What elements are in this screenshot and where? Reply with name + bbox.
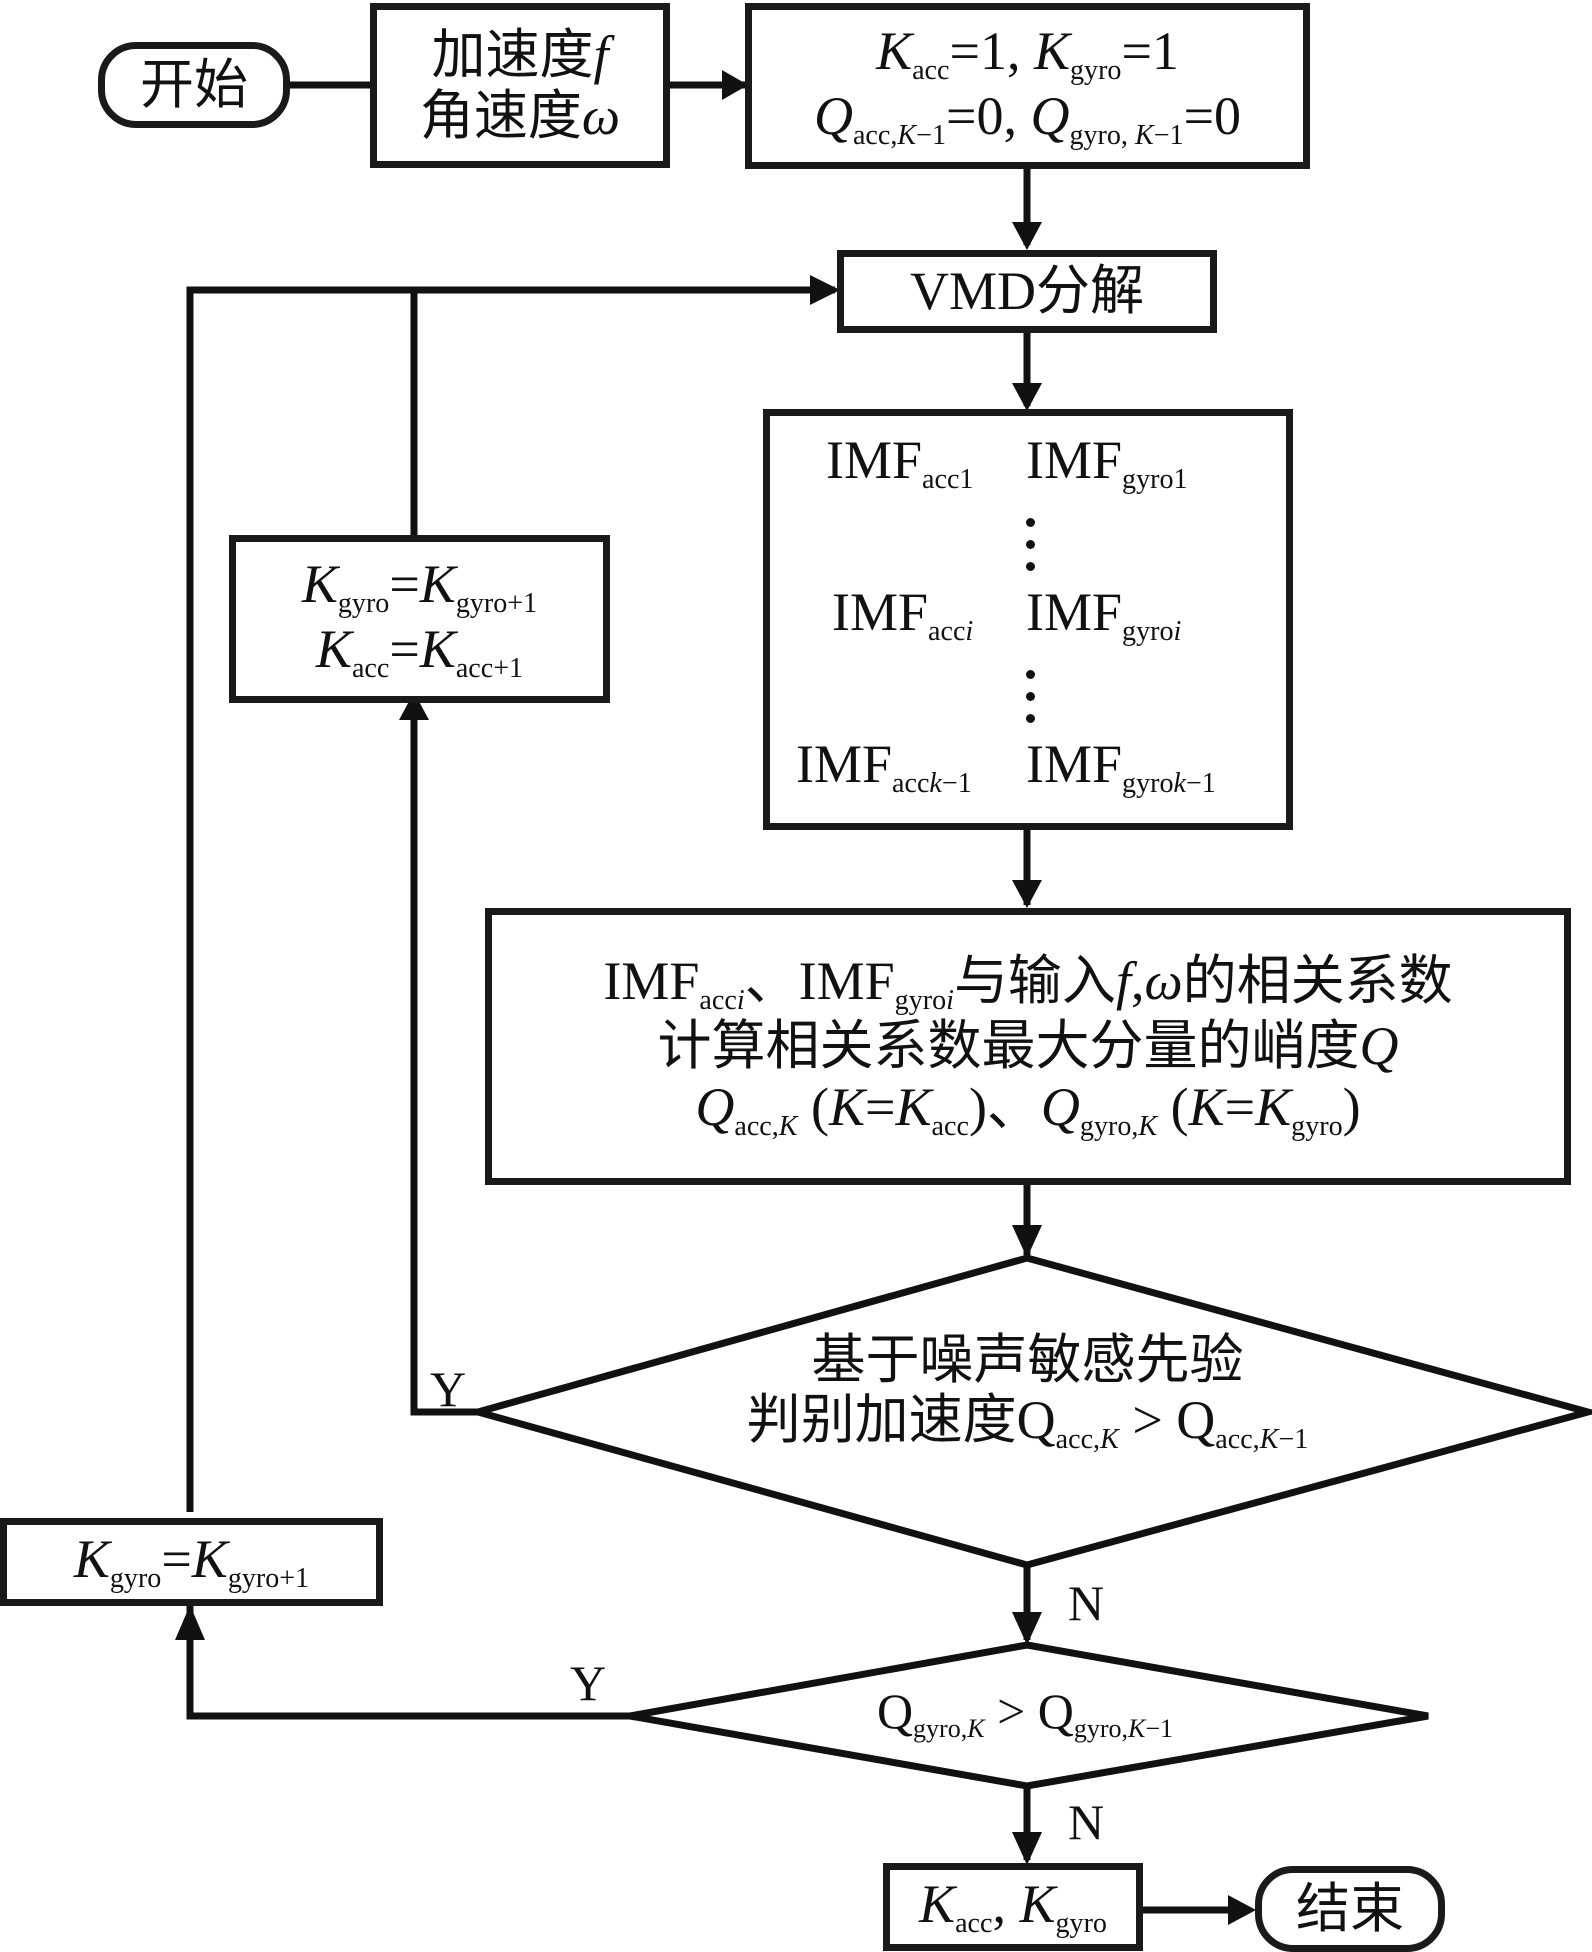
- end-label: 结束: [1296, 1878, 1404, 1939]
- imf-acc-i: IMFacci: [832, 582, 974, 647]
- line-update-gyro-to-vmd: [186, 286, 835, 1512]
- input-box[interactable]: 加速度f 角速度ω: [370, 3, 670, 168]
- update-gyro-only-line: Kgyro=Kgyro+1: [73, 1529, 310, 1595]
- imf-box[interactable]: [763, 409, 1293, 830]
- decision2-diamond: [629, 1641, 1429, 1790]
- start-label: 开始: [140, 54, 248, 115]
- update-gyro-box[interactable]: Kgyro=Kgyro+1: [0, 1518, 383, 1606]
- start-terminal[interactable]: 开始: [98, 42, 290, 128]
- decision1-line-1: 基于噪声敏感先验: [811, 1330, 1244, 1390]
- arrowhead-decision1: [1012, 1225, 1042, 1258]
- arrowhead-vmd-loop: [810, 275, 840, 305]
- result-box[interactable]: Kacc, Kgyro: [883, 1863, 1143, 1951]
- decision2-no-label: N: [1068, 1794, 1105, 1850]
- arrowhead-corr: [1012, 880, 1042, 908]
- init-line-k: Kacc=1, Kgyro=1: [876, 20, 1179, 86]
- input-line-accel: 加速度f: [431, 25, 609, 86]
- arrowhead-end: [1228, 1895, 1256, 1925]
- input-line-gyro: 角速度ω: [419, 85, 621, 146]
- decision2-condition: Qgyro,K > Qgyro,K−1: [876, 1683, 1174, 1744]
- imf-acc-1: IMFacc1: [826, 430, 974, 495]
- corr-line-2: 计算相关系数最大分量的峭度Q: [657, 1016, 1399, 1077]
- arrow-decision2-yes-to-update-gyro: [186, 1605, 630, 1720]
- imf-gyro-i: IMFgyroi: [1026, 582, 1182, 647]
- result-line: Kacc, Kgyro: [919, 1874, 1107, 1940]
- init-line-q: Qacc,K−1=0, Qgyro, K−1=0: [813, 86, 1242, 151]
- vertical-ellipsis-1: [1026, 518, 1036, 584]
- vmd-box[interactable]: VMD分解: [837, 250, 1217, 333]
- arrowhead-result: [1012, 1832, 1042, 1865]
- arrow-decision1-yes-to-update-both: [410, 720, 478, 1416]
- decision1-yes-label: Y: [430, 1361, 467, 1417]
- decision1-line-2: 判别加速度Qacc,K > Qacc,K−1: [746, 1390, 1309, 1456]
- arrowhead-update-both: [399, 692, 429, 720]
- end-terminal[interactable]: 结束: [1255, 1866, 1445, 1952]
- update-both-box[interactable]: Kgyro=Kgyro+1 Kacc=Kacc+1: [229, 535, 610, 703]
- decision1-text[interactable]: 基于噪声敏感先验 判别加速度Qacc,K > Qacc,K−1: [560, 1330, 1495, 1456]
- arrowhead-decision2: [1012, 1612, 1042, 1645]
- imf-gyro-k-1: IMFgyrok−1: [1026, 734, 1216, 799]
- decision1-diamond: [465, 1254, 1592, 1569]
- arrowhead-imf: [1012, 383, 1042, 411]
- vmd-label: VMD分解: [909, 261, 1144, 322]
- decision2-yes-label: Y: [570, 1655, 607, 1711]
- update-acc-line: Kacc=Kacc+1: [315, 619, 524, 684]
- decision1-no-label: N: [1068, 1575, 1105, 1631]
- imf-gyro-1: IMFgyro1: [1026, 430, 1188, 495]
- vertical-ellipsis-2: [1026, 670, 1036, 736]
- arrowhead-vmd: [1012, 222, 1042, 250]
- update-gyro-line: Kgyro=Kgyro+1: [301, 553, 538, 619]
- init-box[interactable]: Kacc=1, Kgyro=1 Qacc,K−1=0, Qgyro, K−1=0: [745, 3, 1310, 169]
- correlation-box[interactable]: IMFacci、IMFgyroi与输入f,ω的相关系数 计算相关系数最大分量的峭…: [485, 908, 1571, 1185]
- arrowhead-update-gyro: [175, 1605, 205, 1640]
- corr-line-3: Qacc,K (K=Kacc)、Qgyro,K (K=Kgyro): [695, 1076, 1361, 1142]
- arrowhead-init: [722, 70, 748, 100]
- imf-acc-k-1: IMFacck−1: [796, 734, 972, 799]
- corr-line-1: IMFacci、IMFgyroi与输入f,ω的相关系数: [603, 951, 1453, 1016]
- decision2-text[interactable]: Qgyro,K > Qgyro,K−1: [760, 1683, 1290, 1743]
